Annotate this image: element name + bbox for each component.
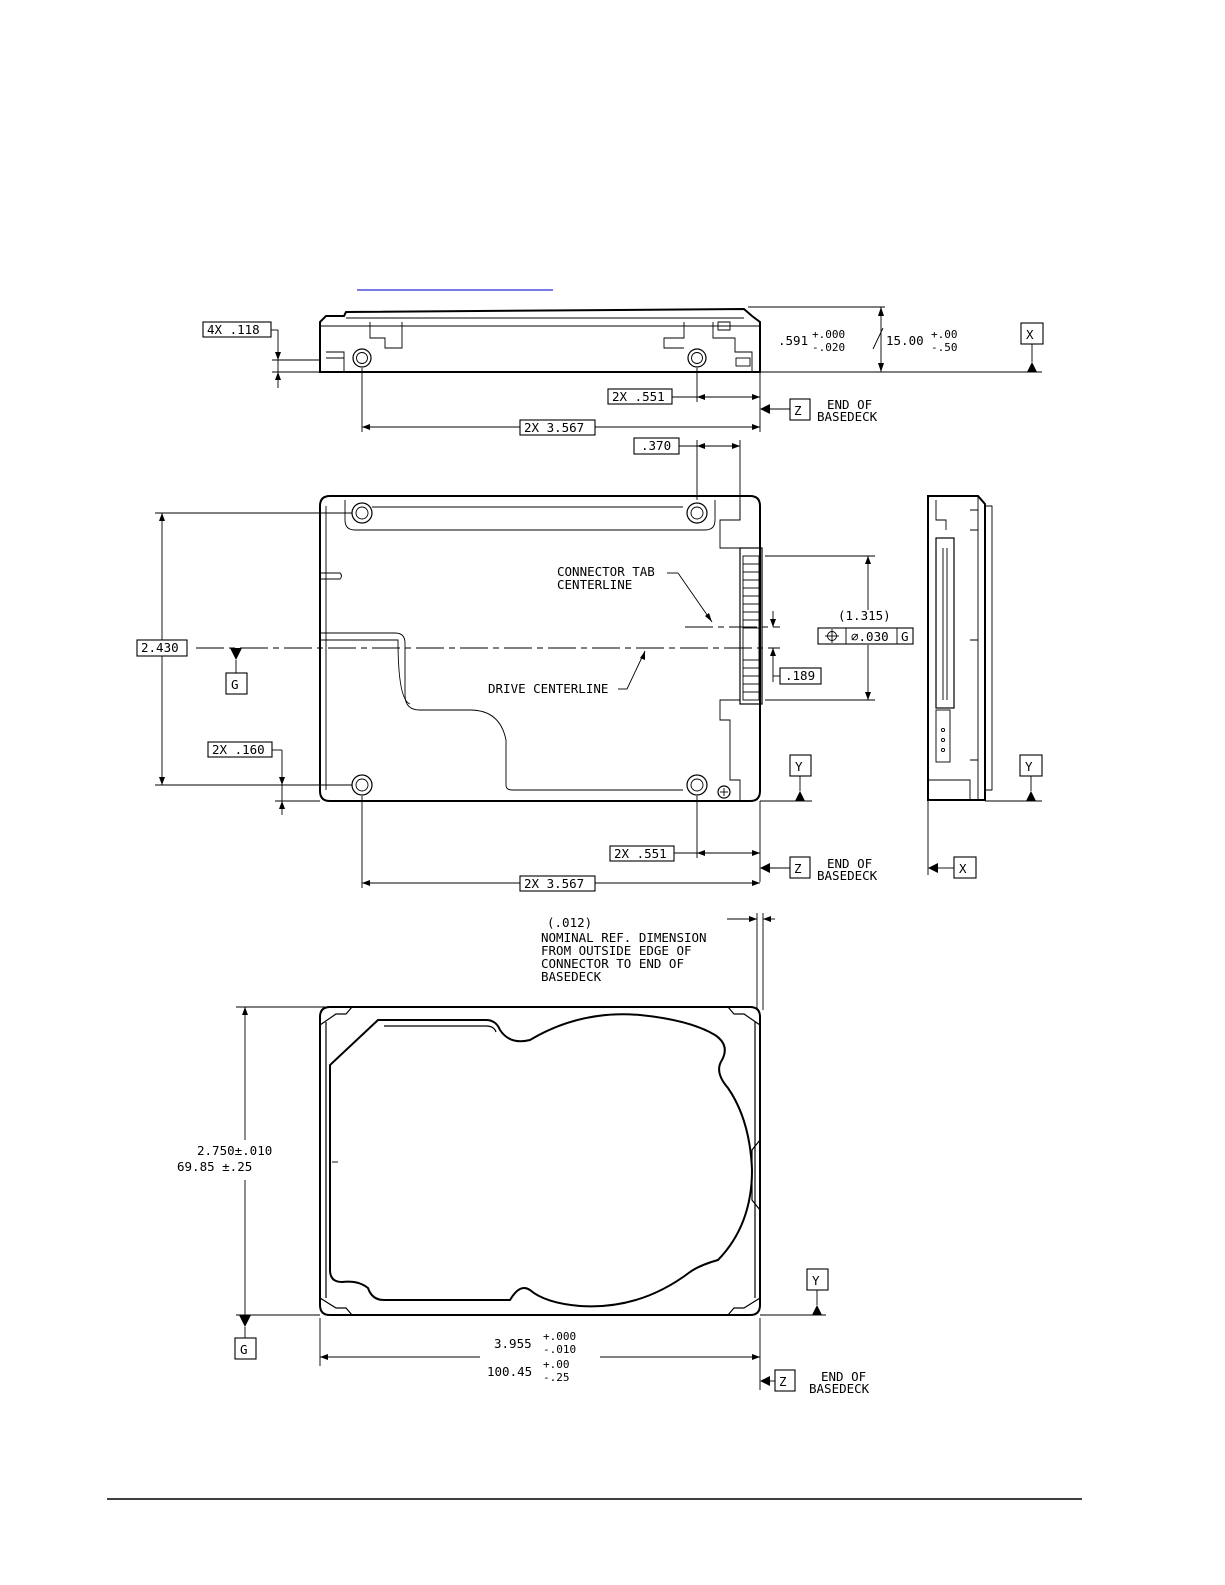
end-label-2-bottom: BASEDECK bbox=[817, 868, 878, 883]
datum-z-label-front: Z bbox=[779, 1374, 787, 1389]
height-dim-box bbox=[136, 639, 188, 657]
bottom-hole-bottom-right bbox=[686, 774, 708, 796]
end-label-2-front: BASEDECK bbox=[809, 1381, 870, 1396]
drive-centerline-label: DRIVE CENTERLINE bbox=[488, 681, 608, 696]
height-in-tol-minus: -.020 bbox=[812, 341, 845, 354]
connector-tab-label-2: CENTERLINE bbox=[557, 577, 632, 592]
dim-189-label: .189 bbox=[785, 668, 815, 683]
datum-x-label-side: X bbox=[959, 861, 967, 876]
datum-z-box-bottom bbox=[789, 856, 811, 879]
position-tolerance-datum: G bbox=[901, 629, 909, 644]
length-in-tol-minus: -.010 bbox=[543, 1343, 576, 1356]
datum-z-box-front bbox=[774, 1369, 796, 1392]
datum-g-label-bottom: G bbox=[231, 677, 239, 692]
height-in-tol-plus: +.000 bbox=[812, 328, 845, 341]
length-in-label: 3.955 bbox=[494, 1336, 532, 1351]
width-mm-label: 69.85 ±.25 bbox=[177, 1159, 252, 1174]
datum-y-box-front bbox=[806, 1268, 829, 1291]
bottom-hole-spacing-label: 2X 3.567 bbox=[524, 876, 584, 891]
position-tolerance-frame bbox=[817, 627, 914, 645]
note-line-4: BASEDECK bbox=[541, 969, 602, 984]
height-mm-tol-minus: -.50 bbox=[931, 341, 958, 354]
datum-z-box-top bbox=[789, 398, 811, 421]
top-hole-right bbox=[687, 348, 707, 368]
datum-x-box-side bbox=[953, 856, 977, 879]
side-view-outline bbox=[927, 495, 986, 801]
side-view: Y X bbox=[927, 495, 1043, 879]
bottom-hole-bottom-left bbox=[351, 774, 373, 796]
front-view-outline bbox=[319, 1006, 761, 1316]
end-label-2-top: BASEDECK bbox=[817, 409, 878, 424]
bottom-hole-offset-box bbox=[609, 845, 675, 862]
datum-y-label-front: Y bbox=[812, 1273, 820, 1288]
datum-g-box-bottom bbox=[225, 672, 248, 695]
bottom-hole-top-left bbox=[351, 502, 373, 524]
front-view: (.012) NOMINAL REF. DIMENSION FROM OUTSI… bbox=[177, 913, 870, 1396]
top-hole-left bbox=[352, 348, 372, 368]
length-mm-tol-plus: +.00 bbox=[543, 1358, 570, 1371]
datum-x-label-top: X bbox=[1026, 327, 1034, 342]
holes-dim-box bbox=[202, 321, 272, 338]
height-in-label: .591 bbox=[778, 333, 808, 348]
hole-edge-dim-label: 2X .160 bbox=[212, 742, 265, 757]
end-label-1-front: END OF bbox=[821, 1369, 866, 1384]
length-mm-tol-minus: -.25 bbox=[543, 1371, 570, 1384]
top-hole-offset-box bbox=[607, 388, 673, 405]
datum-g-label-front: G bbox=[240, 1342, 248, 1357]
bottom-hole-top-right bbox=[686, 502, 708, 524]
note-line-2: FROM OUTSIDE EDGE OF bbox=[541, 943, 692, 958]
note-line-1: NOMINAL REF. DIMENSION bbox=[541, 930, 707, 945]
height-mm-tol-plus: +.00 bbox=[931, 328, 958, 341]
side-connector bbox=[935, 537, 955, 709]
height-dim-label: 2.430 bbox=[141, 640, 179, 655]
note-line-3: CONNECTOR TO END OF bbox=[541, 956, 684, 971]
connector bbox=[739, 547, 763, 705]
position-tolerance-value: ⌀.030 bbox=[851, 629, 889, 644]
width-in-label: 2.750±.010 bbox=[197, 1143, 272, 1158]
datum-z-label-bottom: Z bbox=[794, 861, 802, 876]
length-mm-label: 100.45 bbox=[487, 1364, 532, 1379]
datum-z-label-top: Z bbox=[794, 403, 802, 418]
height-mm-label: 15.00 bbox=[886, 333, 924, 348]
top-view: 4X .118 .591 +.000 -.020 15.00 +.00 -.50… bbox=[202, 306, 1044, 436]
top-hole-spacing-box bbox=[519, 419, 596, 436]
end-label-1-bottom: END OF bbox=[827, 856, 872, 871]
bottom-hole-offset-label: 2X .551 bbox=[614, 846, 667, 861]
hole-edge-dim-box bbox=[207, 741, 273, 758]
bottom-view-outline bbox=[319, 495, 761, 802]
bottom-view: .370 CONNECTOR TAB CENTERLINE DRIVE CENT… bbox=[136, 437, 914, 892]
bottom-hole-spacing-box bbox=[519, 875, 596, 892]
datum-g-box-front bbox=[234, 1337, 257, 1360]
top-hole-spacing-label: 2X 3.567 bbox=[524, 420, 584, 435]
connector-tab-label-1: CONNECTOR TAB bbox=[557, 564, 655, 579]
cover-contour bbox=[329, 1013, 754, 1308]
length-in-tol-plus: +.000 bbox=[543, 1330, 576, 1343]
datum-y-label-bottom: Y bbox=[795, 759, 803, 774]
screw-icon bbox=[717, 785, 731, 799]
dim-370-label: .370 bbox=[641, 438, 671, 453]
datum-y-label-side: Y bbox=[1025, 759, 1033, 774]
end-label-1-top: END OF bbox=[827, 397, 872, 412]
ref-dim-label: (.012) bbox=[547, 915, 592, 930]
top-view-outline bbox=[319, 307, 761, 373]
top-hole-offset-label: 2X .551 bbox=[612, 389, 665, 404]
holes-dim-label: 4X .118 bbox=[207, 322, 260, 337]
dim-1315-label: (1.315) bbox=[838, 608, 891, 623]
datum-y-box-bottom bbox=[789, 754, 812, 777]
dim-189-box bbox=[779, 667, 822, 685]
